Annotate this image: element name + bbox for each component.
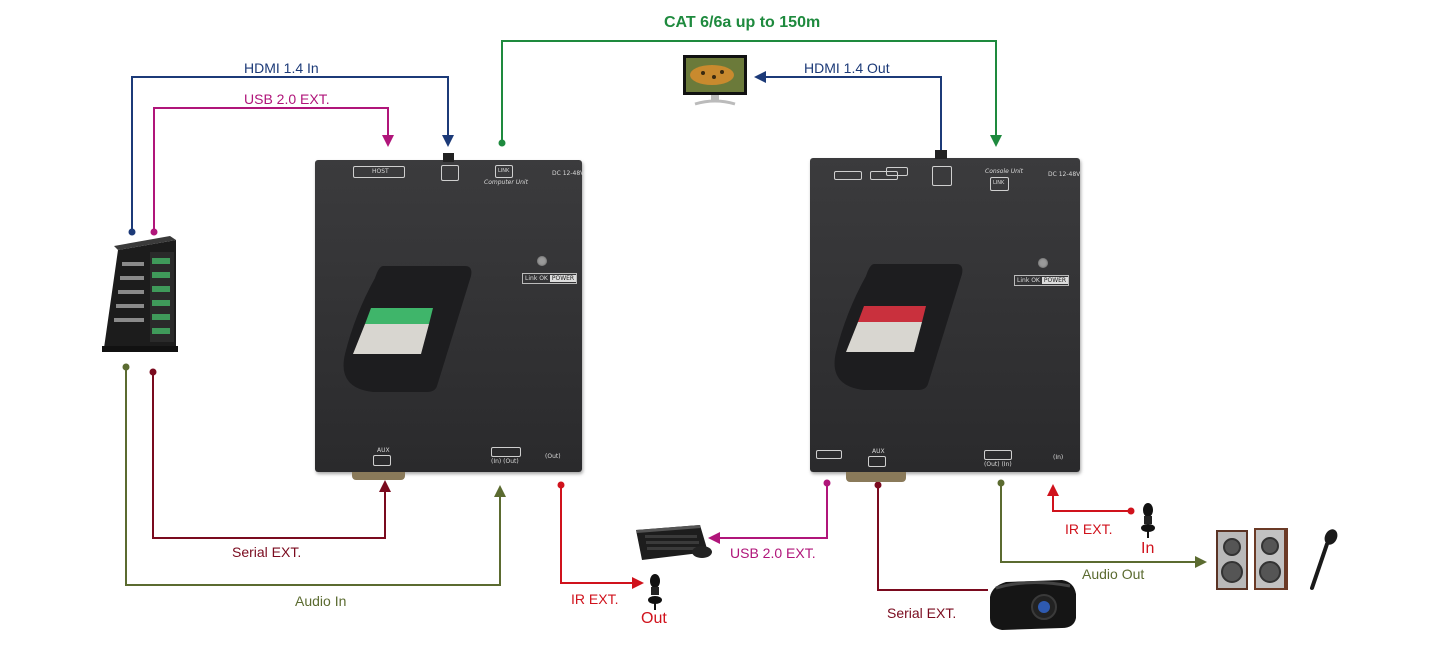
dc-power-label: DC 12-48V xyxy=(552,170,585,177)
usb-port-bottom xyxy=(816,450,842,459)
ir-right-line xyxy=(1052,488,1131,512)
hdmi-in-port xyxy=(441,165,459,181)
cat-cable-label: CAT 6/6a up to 150m xyxy=(664,14,821,31)
audio-ports xyxy=(491,447,521,457)
microphone-icon xyxy=(1310,529,1338,590)
speakers-icon xyxy=(1216,528,1288,590)
hdmi-in-label: HDMI 1.4 In xyxy=(244,60,319,76)
transmitter-db9-connector xyxy=(352,472,405,480)
receiver-hdmi-cable-head xyxy=(935,150,947,159)
ir-port-label: (In) xyxy=(1053,454,1064,461)
serial-port xyxy=(373,455,391,466)
computer-unit-label: Computer Unit xyxy=(484,179,528,186)
ir-in-direction: In xyxy=(1141,540,1155,557)
ir-left-line xyxy=(560,485,640,584)
ir-out-direction: Out xyxy=(641,610,667,627)
transmitter-hdmi-cable-head xyxy=(443,153,454,162)
ir-receiver-icon xyxy=(1141,503,1155,538)
front-window xyxy=(834,264,963,390)
keyboard-mouse-icon xyxy=(636,525,712,560)
audio-in-label: Audio In xyxy=(295,593,347,609)
serial-left-label: Serial EXT. xyxy=(232,544,302,560)
projector-icon xyxy=(990,580,1076,630)
hdmi-out-line xyxy=(758,76,942,150)
audio-port-label: (In) (Out) xyxy=(491,458,519,465)
serial-left-line xyxy=(152,372,386,539)
aux-label: AUX xyxy=(377,447,390,454)
monitor-icon xyxy=(683,55,747,106)
hdmi-out-label: HDMI 1.4 Out xyxy=(804,60,890,76)
hdmi-out-port xyxy=(932,166,952,186)
audio-in-line xyxy=(125,367,501,586)
usb-port-1 xyxy=(834,171,862,180)
link-port: LINK xyxy=(495,165,513,178)
audio-ports xyxy=(984,450,1012,460)
ir-right-label: IR EXT. xyxy=(1065,521,1113,537)
dc-power-label: DC 12-48V xyxy=(1048,171,1081,178)
pc-tower-icon xyxy=(102,236,178,352)
ir-emitter-icon xyxy=(648,574,662,610)
usb-in-line xyxy=(153,107,389,232)
link-port: LINK xyxy=(990,177,1009,191)
front-window xyxy=(343,266,472,392)
receiver-db9-connector xyxy=(846,472,906,482)
audio-out-line xyxy=(1000,483,1203,563)
serial-port xyxy=(868,456,886,467)
cat-cable-line xyxy=(501,40,997,145)
transmitter-unit: HOST LINK Computer Unit DC 12-48V Link O… xyxy=(315,160,585,472)
serial-right-line xyxy=(877,485,988,591)
audio-port-label: (Out) (In) xyxy=(984,461,1012,468)
serial-right-label: Serial EXT. xyxy=(887,605,957,621)
ir-port-label: (Out) xyxy=(545,453,561,460)
usb-port-3 xyxy=(886,167,908,176)
console-unit-label: Console Unit xyxy=(985,168,1023,175)
power-led xyxy=(1038,258,1048,268)
usb-host-port: HOST xyxy=(353,166,405,178)
power-led xyxy=(537,256,547,266)
ir-left-label: IR EXT. xyxy=(571,591,619,607)
usb-out-line xyxy=(712,483,828,539)
usb-in-label: USB 2.0 EXT. xyxy=(244,91,330,107)
aux-label: AUX xyxy=(872,448,885,455)
hdmi-in-line xyxy=(131,76,449,232)
usb-out-label: USB 2.0 EXT. xyxy=(730,545,816,561)
audio-out-label: Audio Out xyxy=(1082,566,1145,582)
